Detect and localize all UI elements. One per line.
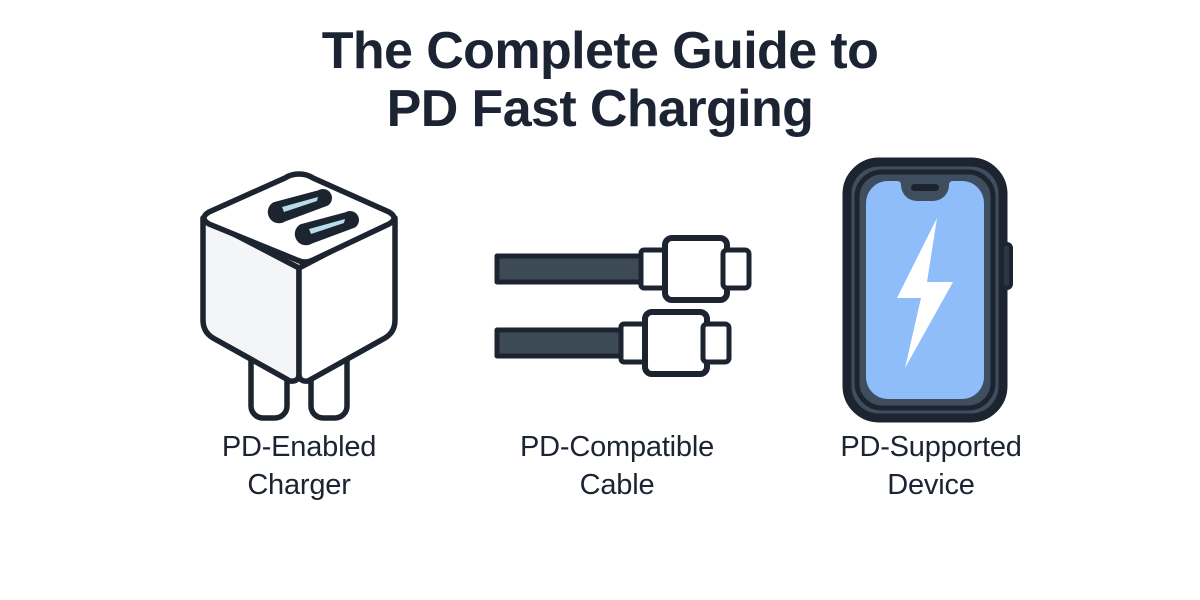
page-title: The Complete Guide to PD Fast Charging: [0, 22, 1200, 138]
item-device-label: PD-Supported Device: [840, 431, 1022, 501]
title-line-1: The Complete Guide to: [321, 22, 879, 80]
items-row: PD-Enabled Charger: [0, 157, 1200, 520]
smartphone-charging-icon: [801, 157, 1061, 423]
item-charger: PD-Enabled Charger: [149, 160, 449, 504]
usb-port-slot-2: [294, 211, 359, 246]
cable-strand-upper: [494, 235, 752, 303]
item-device: PD-Supported Device: [781, 157, 1081, 504]
usb-c-cable-icon: [487, 166, 752, 426]
cable-strand-lower: [494, 309, 732, 377]
item-cable: PD-Compatible Cable: [467, 160, 767, 504]
lightning-bolt-icon: [897, 218, 953, 368]
item-cable-label: PD-Compatible Cable: [519, 431, 715, 501]
title-line-2: PD Fast Charging: [386, 80, 814, 138]
usb-port-slot-1: [267, 189, 332, 224]
phone-side-button: [1000, 242, 1013, 290]
item-charger-label: PD-Enabled Charger: [221, 431, 377, 501]
wall-charger-icon: [169, 166, 429, 426]
phone-notch-speaker: [911, 184, 939, 191]
